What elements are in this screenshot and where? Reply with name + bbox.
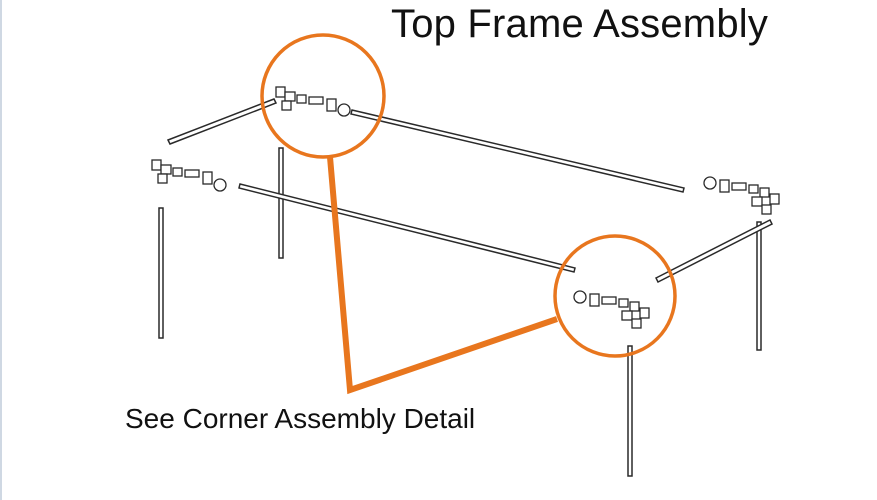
rails (166, 98, 774, 284)
corner-hardware-back-right (703, 176, 780, 215)
rail-right (654, 218, 774, 284)
corner-hardware-front-right (573, 290, 650, 329)
callout (260, 33, 677, 395)
leg-front-right (627, 345, 633, 477)
corner-hardware-front-left (151, 159, 227, 192)
callout-circle-front-right (553, 234, 677, 358)
diagram-title: Top Frame Assembly (391, 2, 769, 46)
leg-front-left (158, 207, 164, 339)
rail-back (350, 109, 685, 193)
legs (158, 147, 762, 477)
rail-left (166, 98, 278, 145)
left-edge-line (0, 0, 2, 500)
callout-circle-back-left (260, 33, 386, 159)
rail-front (238, 183, 576, 273)
callout-leader-line (327, 156, 558, 395)
callout-label: See Corner Assembly Detail (125, 403, 476, 434)
leg-back-left (278, 147, 284, 259)
leg-back-right (756, 221, 762, 351)
corner-hardware-back-left (275, 86, 351, 117)
